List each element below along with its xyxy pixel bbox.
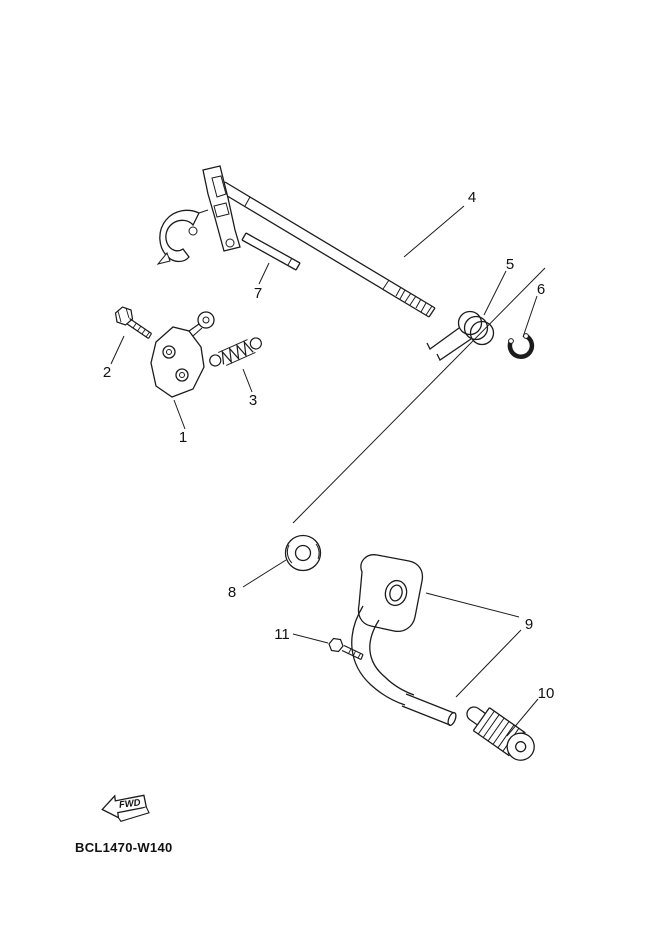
leader-line: [258, 262, 270, 285]
pedal-drawing: [351, 554, 457, 727]
callout-2: 2: [103, 364, 111, 381]
e-clip-drawing: [507, 333, 535, 359]
callout-3: 3: [249, 392, 257, 409]
callout-10: 10: [538, 685, 555, 702]
shift-shaft-assembly-drawing: [156, 165, 436, 318]
leader-line: [506, 698, 539, 737]
callout-1: 1: [179, 429, 187, 446]
collar-drawing: [284, 534, 322, 572]
leader-line: [173, 399, 186, 430]
drawing-code: BCL1470-W140: [75, 840, 173, 855]
callout-5: 5: [506, 256, 514, 273]
leader-line: [425, 592, 520, 618]
bolt-drawing: [114, 306, 153, 339]
callout-7: 7: [254, 285, 262, 302]
leader-line: [110, 335, 125, 365]
torsion-spring-drawing: [426, 310, 495, 361]
callout-6: 6: [537, 281, 545, 298]
callout-4: 4: [468, 189, 476, 206]
leader-line: [483, 270, 507, 316]
leader-line: [292, 633, 329, 644]
pin-drawing: [241, 232, 301, 271]
leader-line: [455, 629, 522, 698]
leader-line: [522, 295, 538, 338]
fwd-label: FWD: [118, 797, 141, 811]
spring-drawing: [209, 337, 262, 367]
callout-labels: 1 2 3 4 5 6 7 8 9 10 11: [103, 189, 555, 702]
callout-8: 8: [228, 584, 236, 601]
footpeg-rubber-drawing: [466, 706, 535, 761]
flange-bolt-drawing: [328, 637, 364, 661]
leader-line: [403, 205, 465, 258]
assembly-axis-line: [292, 267, 546, 524]
callout-9: 9: [525, 616, 533, 633]
stopper-plate-drawing: [150, 311, 215, 398]
leader-line: [242, 368, 253, 393]
callout-11: 11: [274, 626, 290, 643]
leader-line: [242, 559, 287, 588]
fwd-arrow-icon: FWD: [101, 794, 150, 822]
leader-lines: [110, 205, 546, 737]
